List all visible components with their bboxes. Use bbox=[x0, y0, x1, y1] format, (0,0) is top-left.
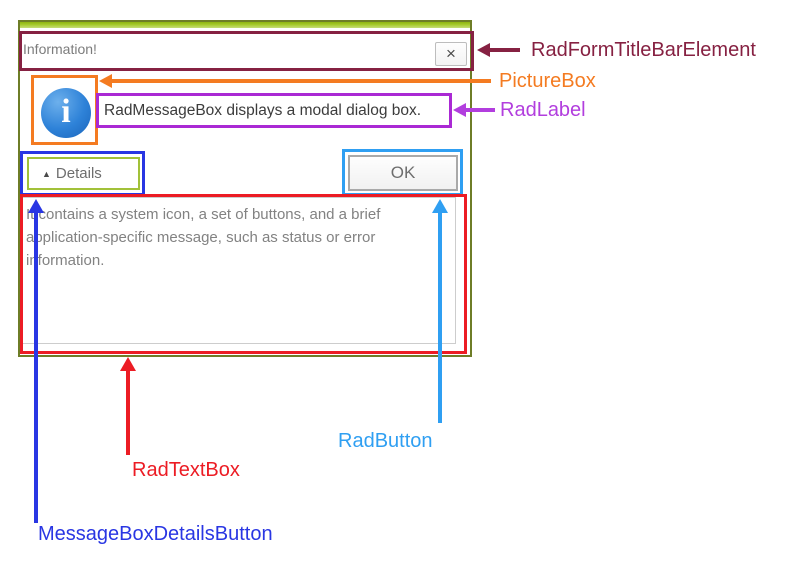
form-titlebar[interactable]: Information! bbox=[20, 28, 470, 70]
radtextbox-arrow-line bbox=[126, 370, 130, 455]
picturebox-arrowhead-icon bbox=[99, 74, 112, 88]
annotation-label-titlebar: RadFormTitleBarElement bbox=[531, 39, 756, 61]
titlebar-arrowhead-icon bbox=[477, 43, 490, 57]
titlebar-arrow-line bbox=[489, 48, 520, 52]
detailsbutton-arrowhead-icon bbox=[28, 199, 44, 213]
message-label: RadMessageBox displays a modal dialog bo… bbox=[104, 102, 422, 119]
close-button[interactable]: × bbox=[435, 42, 467, 66]
radmessagebox-dialog: Information! × i RadMessageBox displays … bbox=[18, 20, 472, 357]
info-icon-glyph: i bbox=[61, 93, 71, 130]
ok-button[interactable]: OK bbox=[348, 155, 458, 191]
annotation-label-radtextbox: RadTextBox bbox=[132, 459, 240, 481]
annotation-label-detailsbutton: MessageBoxDetailsButton bbox=[38, 523, 273, 545]
details-textbox[interactable]: It contains a system icon, a set of butt… bbox=[22, 197, 456, 344]
close-icon: × bbox=[446, 44, 456, 63]
info-icon: i bbox=[41, 88, 91, 138]
annotation-label-radlabel: RadLabel bbox=[500, 99, 586, 121]
annotation-label-picturebox: PictureBox bbox=[499, 70, 596, 92]
details-button-label: Details bbox=[55, 165, 102, 182]
annotation-label-radbutton: RadButton bbox=[338, 430, 433, 452]
radlabel-arrowhead-icon bbox=[453, 103, 466, 117]
form-top-accent-stripe bbox=[20, 22, 470, 28]
collapse-arrow-icon: ▲ bbox=[42, 168, 51, 179]
radbutton-arrowhead-icon bbox=[432, 199, 448, 213]
radtextbox-arrowhead-icon bbox=[120, 357, 136, 371]
window-title: Information! bbox=[23, 41, 97, 57]
details-button[interactable]: ▲ Details bbox=[27, 157, 140, 190]
